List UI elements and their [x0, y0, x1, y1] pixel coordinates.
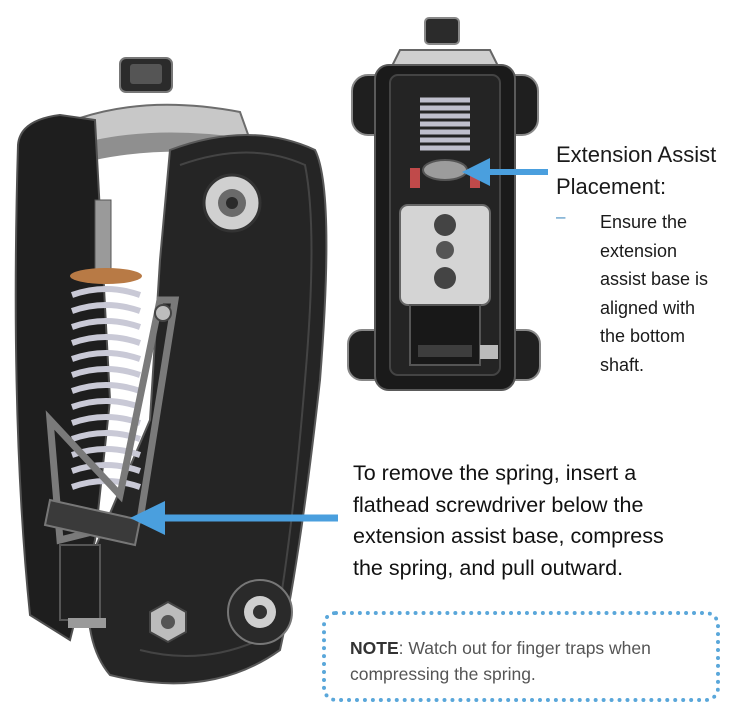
inset-knee-front-illustration	[347, 17, 541, 391]
knee-mechanism-illustration	[14, 57, 328, 685]
note-body: : Watch out for finger traps when compre…	[350, 638, 651, 684]
note-text: NOTE: Watch out for finger traps when co…	[350, 635, 700, 687]
bullet-marker: –	[556, 207, 566, 226]
note-box: NOTE: Watch out for finger traps when co…	[322, 611, 720, 702]
note-label: NOTE	[350, 638, 399, 658]
placement-instruction: Ensure the extension assist base is alig…	[600, 212, 709, 375]
spring-removal-instruction: To remove the spring, insert a flathead …	[353, 461, 664, 580]
extension-assist-heading: Extension Assist Placement:	[556, 142, 717, 199]
